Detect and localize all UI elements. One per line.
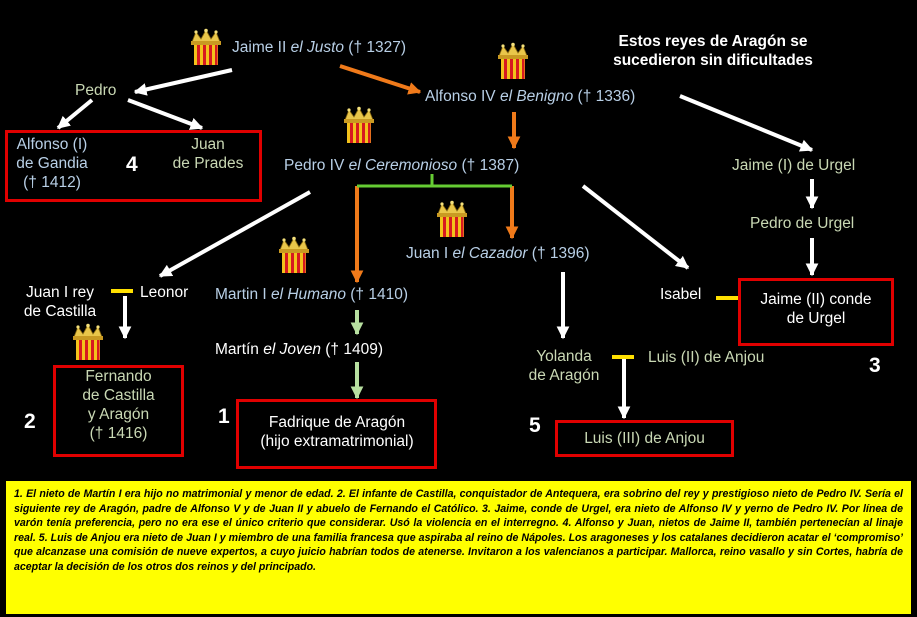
person-martin1: Martin I el Humano († 1410) xyxy=(215,286,408,303)
crown-icon xyxy=(497,42,529,80)
candidate-box-4 xyxy=(5,130,262,202)
person-juan1: Juan I el Cazador († 1396) xyxy=(406,245,590,262)
person-juan-prades: Juan de Prades xyxy=(172,136,244,172)
candidate-box-2 xyxy=(53,365,184,457)
candidate-number-5: 5 xyxy=(529,414,541,437)
person-juan1-castilla: Juan I rey de Castilla xyxy=(23,284,97,320)
candidate-box-1 xyxy=(236,399,437,469)
crown-icon xyxy=(343,106,375,144)
crown-icon xyxy=(72,323,104,361)
candidate-box-3 xyxy=(738,278,894,346)
person-isabel: Isabel xyxy=(660,286,702,303)
person-fernando: Fernando de Castilla y Aragón († 1416) xyxy=(82,368,155,442)
arrow-jaime2-to-alfonso4 xyxy=(339,64,422,95)
candidate-box-5 xyxy=(555,420,734,457)
explanatory-note: 1. El nieto de Martín I era hijo no matr… xyxy=(6,481,911,614)
candidate-number-2: 2 xyxy=(24,410,36,433)
candidate-number-3: 3 xyxy=(869,354,881,377)
arrow-jaime2-to-pedro xyxy=(133,68,233,96)
arrow-pedro4-to-isabel xyxy=(581,184,690,270)
candidate-number-4: 4 xyxy=(126,153,138,176)
person-leonor: Leonor xyxy=(140,284,189,301)
person-fadrique: Fadrique de Aragón (hijo extramatrimonia… xyxy=(260,414,414,450)
arrow-pedro4-to-leonor xyxy=(158,190,311,278)
person-jaime2-urgel: Jaime (II) conde de Urgel xyxy=(760,291,872,327)
candidate-number-1: 1 xyxy=(218,405,230,428)
arrow-pedro-to-alfonso-gandia xyxy=(56,98,94,130)
person-pedro: Pedro xyxy=(75,82,117,99)
person-yolanda: Yolanda de Aragón xyxy=(528,348,600,384)
crown-icon xyxy=(436,200,468,238)
person-alfonso-gandia: Alfonso (I) de Gandia († 1412) xyxy=(16,136,88,191)
crown-icon xyxy=(190,28,222,66)
diagram-title: Estos reyes de Aragón se sucedieron sin … xyxy=(613,33,813,69)
crown-icon xyxy=(278,236,310,274)
person-jaime2: Jaime II el Justo († 1327) xyxy=(232,39,407,56)
arrow-pedro-to-juan-prades xyxy=(127,98,204,130)
person-pedro-urgel: Pedro de Urgel xyxy=(750,215,855,232)
person-pedro4: Pedro IV el Ceremonioso († 1387) xyxy=(284,157,520,174)
person-luis3: Luis (III) de Anjou xyxy=(584,430,705,447)
person-martin-joven: Martín el Joven († 1409) xyxy=(215,341,384,358)
person-jaime-urgel: Jaime (I) de Urgel xyxy=(732,157,856,174)
arrow-alfonso4-to-jaime-urgel xyxy=(679,94,814,152)
person-alfonso4: Alfonso IV el Benigno († 1336) xyxy=(425,88,636,105)
person-luis2: Luis (II) de Anjou xyxy=(648,349,765,366)
